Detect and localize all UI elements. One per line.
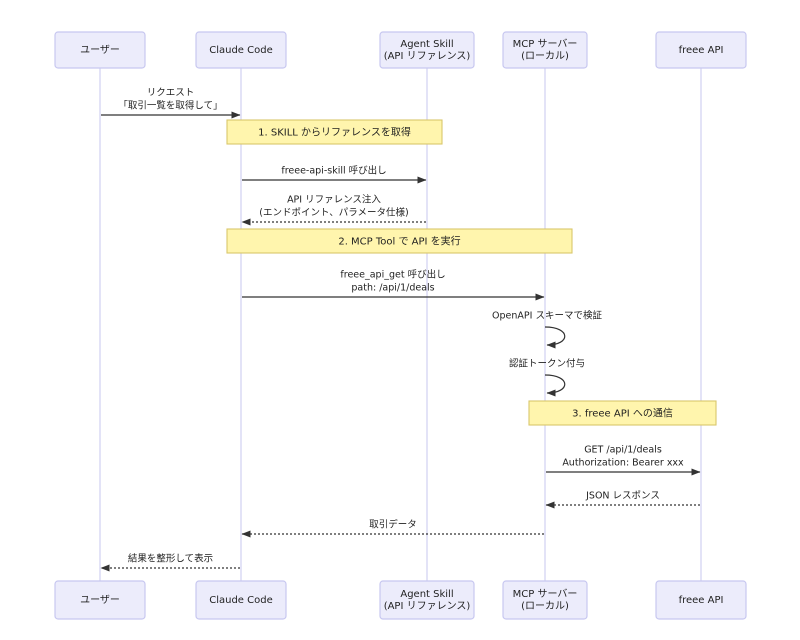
note-label-note-1: 1. SKILL からリファレンスを取得 [258, 127, 411, 139]
participant-label-skill-top: Agent Skill [400, 39, 453, 50]
participant-sublabel-mcp-bottom: (ローカル) [521, 600, 569, 612]
participant-box-skill-top[interactable] [379, 31, 475, 69]
note-box-note-1 [226, 119, 443, 145]
message-arrow-msg-openapi-validate [544, 326, 566, 349]
message-label-msg-reference-inject-1: API リファレンス注入 [287, 194, 381, 206]
message-label-msg-request-1: リクエスト [147, 88, 195, 99]
participant-label-freee-top: freee API [679, 45, 724, 56]
participant-label-user-bottom: ユーザー [80, 594, 120, 606]
participant-label-freee-bottom: freee API [679, 595, 724, 606]
message-label-msg-http-get-1: GET /api/1/deals [584, 445, 662, 456]
message-arrow-msg-auth-token [544, 374, 566, 397]
message-label-msg-skill-call-1: freee-api-skill 呼び出し [281, 165, 386, 177]
participant-sublabel-skill-top: (API リファレンス) [384, 51, 471, 62]
message-label-msg-freee-api-get-1: freee_api_get 呼び出し [340, 269, 445, 281]
message-label-msg-http-get-2: Authorization: Bearer xxx [562, 458, 684, 469]
message-label-msg-request-2: 「取引一覧を取得して」 [118, 100, 222, 112]
messages-group: リクエスト「取引一覧を取得して」 freee-api-skill 呼び出し API … [100, 88, 701, 572]
participant-label-skill-bottom: Agent Skill [400, 589, 453, 600]
participant-label-claude-top: Claude Code [209, 45, 273, 56]
participant-box-claude-bottom[interactable] [195, 580, 287, 620]
message-label-msg-openapi-validate: OpenAPI スキーマで検証 [492, 310, 602, 322]
participant-box-mcp-top[interactable] [502, 31, 588, 69]
participant-box-user-top[interactable] [54, 31, 146, 69]
participant-label-mcp-bottom: MCP サーバー [513, 588, 578, 600]
participant-box-mcp-bottom[interactable] [502, 580, 588, 620]
message-label-msg-deal-data-1: 取引データ [369, 519, 417, 531]
participant-box-freee-bottom[interactable] [655, 580, 747, 620]
participants-bottom-group: ユーザー Claude Code Agent Skill(API リファレンス) MC… [54, 580, 747, 620]
participant-box-claude-top[interactable] [195, 31, 287, 69]
message-label-msg-json-response-1: JSON レスポンス [585, 491, 660, 502]
note-box-note-2 [226, 228, 573, 254]
participant-box-user-bottom[interactable] [54, 580, 146, 620]
note-box-note-3 [528, 400, 717, 426]
participant-sublabel-skill-bottom: (API リファレンス) [384, 601, 471, 612]
note-label-note-3: 3. freee API への通信 [572, 408, 673, 420]
participants-top-group: ユーザー Claude Code Agent Skill(API リファレンス) MC… [54, 31, 747, 69]
message-label-msg-reference-inject-2: (エンドポイント、パラメータ仕様) [259, 207, 408, 219]
participant-sublabel-mcp-top: (ローカル) [521, 50, 569, 62]
message-label-msg-freee-api-get-2: path: /api/1/deals [351, 283, 434, 294]
note-label-note-2: 2. MCP Tool で API を実行 [338, 235, 460, 248]
notes-group: 1. SKILL からリファレンスを取得 2. MCP Tool で API を実… [226, 119, 717, 426]
message-label-msg-display-result-1: 結果を整形して表示 [128, 553, 213, 565]
participant-label-claude-bottom: Claude Code [209, 595, 273, 606]
message-label-msg-auth-token: 認証トークン付与 [509, 358, 585, 370]
participant-box-skill-bottom[interactable] [379, 580, 475, 620]
lifelines-group [99, 68, 702, 581]
participant-label-mcp-top: MCP サーバー [513, 38, 578, 50]
participant-label-user-top: ユーザー [80, 44, 120, 56]
participant-box-freee-top[interactable] [655, 31, 747, 69]
